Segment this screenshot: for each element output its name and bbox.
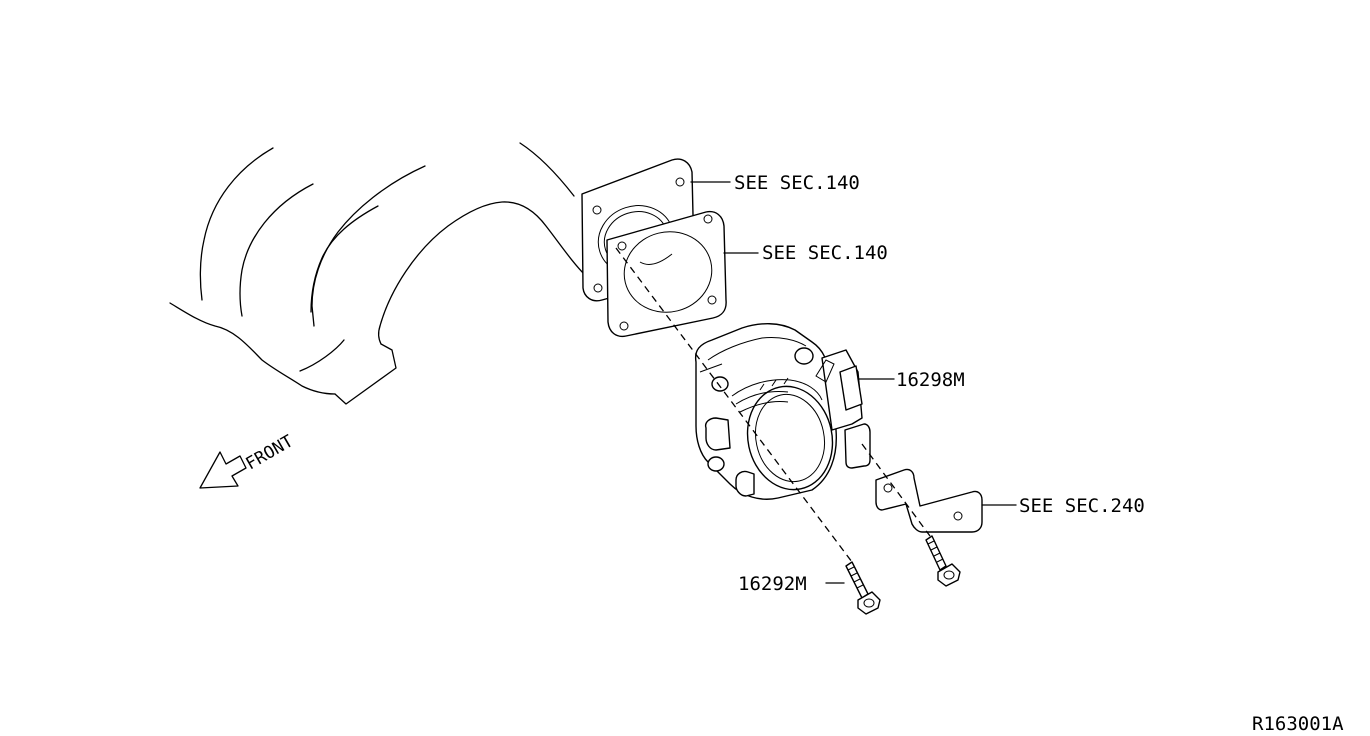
bolt-part-number: 16292M — [738, 573, 807, 595]
leader-lines — [690, 181, 1017, 584]
front-direction-label: FRONT — [243, 431, 297, 474]
front-arrow — [199, 451, 247, 489]
throttle-gasket — [606, 210, 727, 338]
manifold-reference-label: SEE SEC.140 — [734, 172, 860, 194]
throttle-body — [694, 323, 871, 500]
gasket-reference-label: SEE SEC.140 — [762, 242, 888, 264]
throttle-body-part-number: 16298M — [896, 369, 965, 391]
figure-code: R163001A — [1252, 713, 1344, 735]
assembly-lines — [615, 247, 931, 563]
bracket-reference-label: SEE SEC.240 — [1019, 495, 1145, 517]
intake-manifold — [169, 142, 587, 405]
bracket — [875, 468, 983, 533]
bolt-16292m — [845, 561, 881, 615]
bracket-bolt — [925, 535, 961, 587]
